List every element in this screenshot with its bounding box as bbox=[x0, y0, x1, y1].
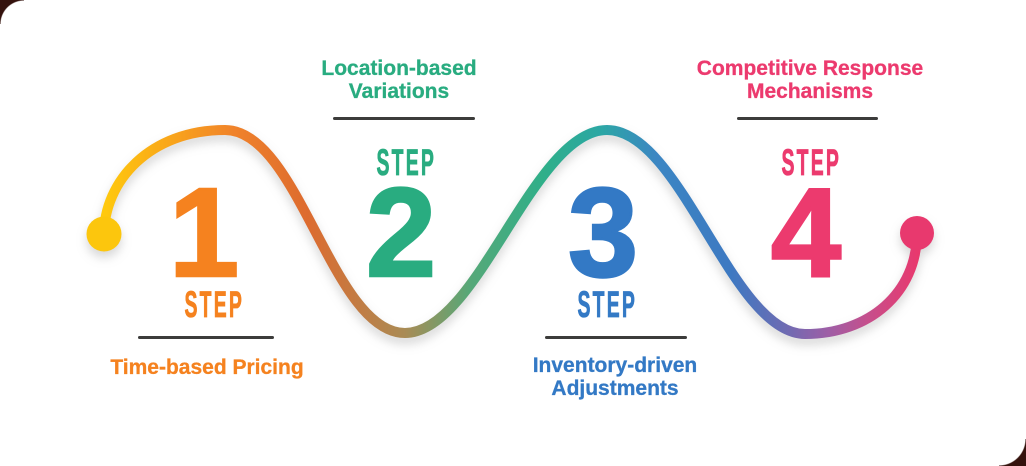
step-1-step-word: STEP bbox=[184, 284, 244, 326]
step-2-step-word: STEP bbox=[376, 142, 436, 184]
step-2-number: 2 bbox=[365, 162, 438, 303]
step-4-step-word: STEP bbox=[781, 142, 841, 184]
step-2-divider bbox=[333, 117, 475, 120]
wave-path bbox=[99, 124, 922, 340]
step-1-number: 1 bbox=[168, 162, 241, 303]
step-3-title: Inventory-driven Adjustments bbox=[532, 354, 698, 400]
step-3-divider bbox=[545, 336, 687, 339]
step-3-number: 3 bbox=[567, 162, 640, 303]
step-4-number: 4 bbox=[770, 162, 843, 303]
step-1-divider bbox=[138, 336, 274, 339]
step-2-title: Location-based Variations bbox=[321, 57, 477, 103]
step-4-divider bbox=[737, 117, 878, 120]
start-dot bbox=[86, 216, 122, 252]
dark-corner-bottom-right bbox=[999, 439, 1026, 466]
step-3-step-word: STEP bbox=[577, 284, 637, 326]
step-1-title: Time-based Pricing bbox=[110, 356, 304, 379]
step-4-title: Competitive Response Mechanisms bbox=[696, 57, 924, 103]
end-dot bbox=[900, 216, 934, 250]
dark-corner-top-left bbox=[0, 0, 24, 24]
